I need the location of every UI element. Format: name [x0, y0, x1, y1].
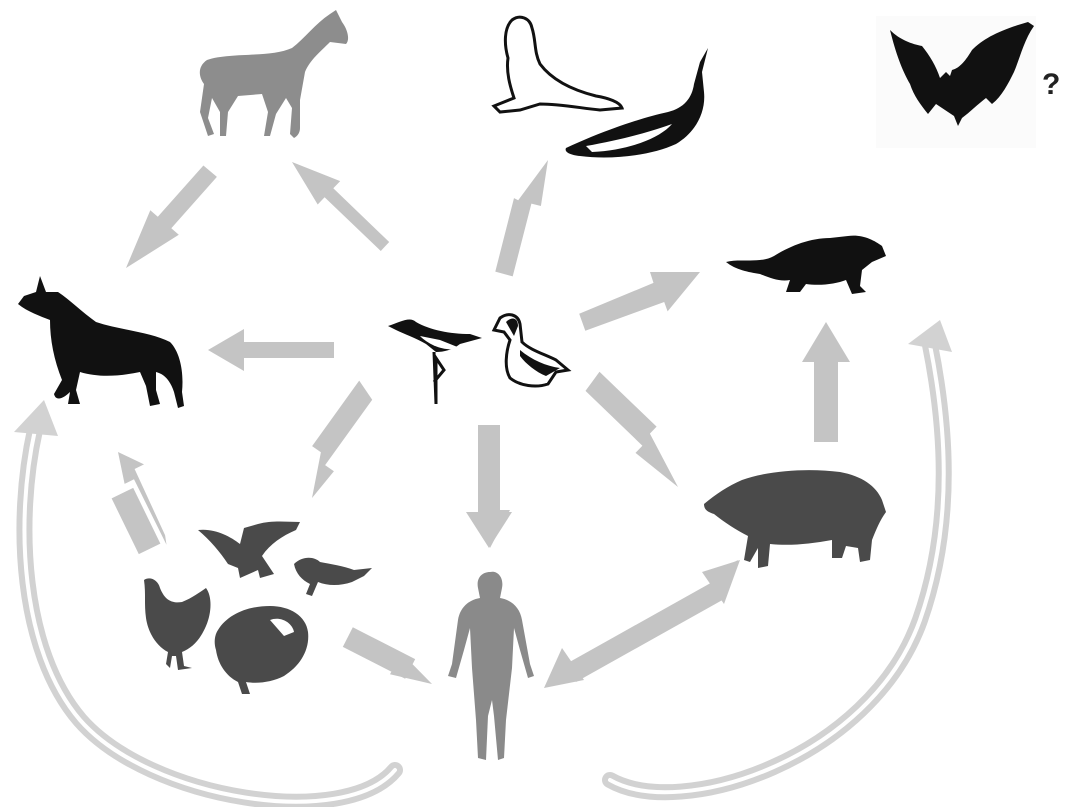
curve-human-to-mustelid-inner	[610, 345, 944, 792]
pig-icon	[704, 470, 886, 568]
arrow-birds-to-pig	[586, 372, 679, 487]
curve-head-mustelid	[908, 320, 952, 352]
sea-lion-icon	[494, 17, 622, 112]
duck-icon	[494, 315, 568, 386]
arrow-poultry-to-human-shaft	[343, 627, 415, 678]
arrow-birds-to-dog	[208, 329, 334, 371]
arrow-birds-to-human-head	[466, 512, 512, 548]
arrow-birds-to-marine	[495, 160, 548, 276]
arrow-birds-to-poultry	[312, 381, 372, 498]
arrow-pig-to-mustelid	[802, 322, 850, 442]
arrow-horse-to-dog	[126, 166, 217, 269]
eagle-icon	[198, 522, 300, 579]
arrow-pig-human-bidirectional-body	[566, 580, 726, 682]
curve-head-dog	[14, 400, 58, 436]
ferret-icon	[726, 236, 886, 294]
turkey-icon	[215, 606, 309, 694]
dog-icon	[18, 276, 184, 408]
arrow-birds-to-human-shaft	[478, 425, 500, 515]
horse-icon	[200, 10, 348, 138]
songbird-icon	[294, 558, 372, 596]
stilt-icon	[388, 319, 482, 404]
human-icon	[448, 572, 534, 760]
arrow-birds-to-mustelid	[579, 272, 700, 331]
curve-human-to-dog	[24, 430, 395, 802]
arrow-poultry-to-dog-shaft	[112, 488, 161, 554]
curve-human-to-dog-inner	[24, 430, 395, 802]
bat-question-mark: ?	[1042, 68, 1060, 101]
curve-human-to-mustelid	[610, 345, 944, 792]
chicken-icon	[144, 578, 211, 670]
arrow-birds-to-horse	[292, 162, 389, 251]
